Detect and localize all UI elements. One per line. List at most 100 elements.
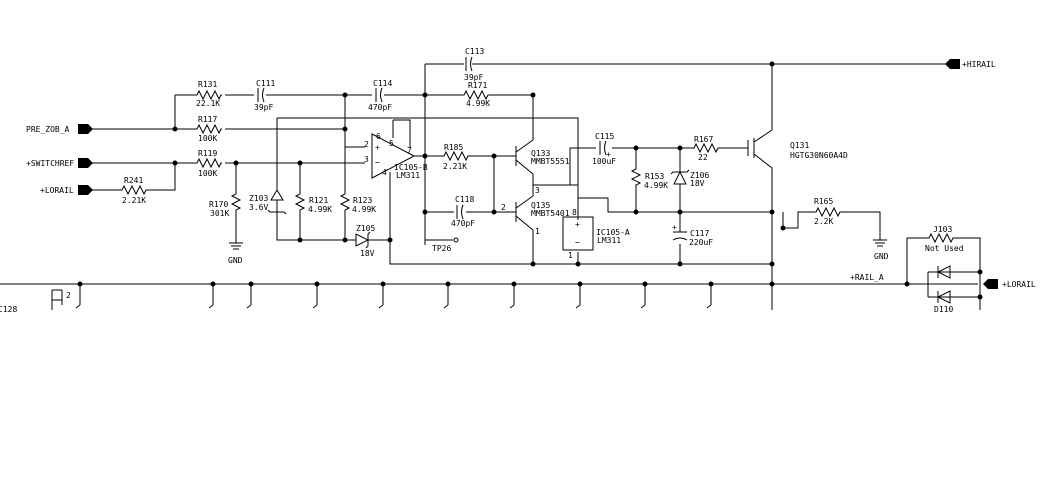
svg-text:R131: R131 — [198, 80, 217, 89]
svg-text:39pF: 39pF — [464, 73, 483, 82]
svg-text:D110: D110 — [934, 305, 953, 314]
svg-text:2: 2 — [501, 203, 506, 212]
comparator-ic105b: + − 6 5 2 3 7 4 IC105-B LM311 — [364, 132, 428, 180]
ic105a-box: + − 8 1 IC105-A LM311 — [562, 208, 630, 260]
net-label-hirail: +HIRAIL — [962, 60, 996, 69]
svg-text:LM311: LM311 — [597, 236, 621, 245]
capacitor-c118: C118 470pF — [451, 195, 475, 228]
fragment-pin: 2 — [66, 291, 71, 300]
svg-text:MMBT5401: MMBT5401 — [531, 209, 570, 218]
svg-text:4.99K: 4.99K — [466, 99, 490, 108]
net-label-switchref: +SWITCHREF — [26, 159, 74, 168]
port-lorail-in: +LORAIL — [40, 185, 93, 195]
net-label-lorail-in: +LORAIL — [40, 186, 74, 195]
resistor-r131: R131 22.1K — [193, 80, 222, 108]
port-lorail-out: +LORAIL — [983, 279, 1036, 289]
svg-text:C113: C113 — [465, 47, 484, 56]
svg-text:J103: J103 — [933, 225, 952, 234]
svg-text:−: − — [575, 238, 580, 247]
resistor-r167: R167 22 — [690, 135, 722, 162]
svg-text:R185: R185 — [444, 143, 463, 152]
svg-text:Z106: Z106 — [690, 171, 709, 180]
net-label-pre-zob: PRE_ZOB_A — [26, 125, 70, 134]
svg-text:6: 6 — [376, 132, 381, 141]
svg-text:1: 1 — [535, 227, 540, 236]
svg-text:Z105: Z105 — [356, 224, 375, 233]
svg-text:100uF: 100uF — [592, 157, 616, 166]
svg-text:2: 2 — [364, 140, 369, 149]
svg-text:Not Used: Not Used — [925, 244, 964, 253]
svg-text:C118: C118 — [455, 195, 474, 204]
svg-text:C111: C111 — [256, 79, 275, 88]
svg-text:IC105-B: IC105-B — [394, 163, 428, 172]
port-pre-zob: PRE_ZOB_A — [26, 124, 93, 134]
svg-text:470pF: 470pF — [451, 219, 475, 228]
svg-text:+: + — [606, 150, 611, 159]
svg-text:R119: R119 — [198, 149, 217, 158]
ground-gnd2: GND — [873, 239, 889, 261]
svg-text:TP26: TP26 — [432, 244, 451, 253]
svg-text:4.99K: 4.99K — [352, 205, 376, 214]
svg-text:22.1K: 22.1K — [196, 99, 220, 108]
diode-d110: D110 — [934, 265, 953, 314]
svg-text:5: 5 — [389, 139, 394, 148]
svg-text:18V: 18V — [690, 179, 705, 188]
port-switchref: +SWITCHREF — [26, 158, 93, 168]
svg-text:MMBT5551: MMBT5551 — [531, 157, 570, 166]
test-point-tp26: TP26 — [425, 237, 459, 253]
svg-text:R170: R170 — [209, 200, 228, 209]
capacitor-c111: C111 39pF — [254, 79, 275, 112]
resistor-r153: R153 4.99K — [630, 165, 668, 195]
resistor-r170: R170 301K — [209, 190, 242, 220]
svg-text:R165: R165 — [814, 197, 833, 206]
svg-text:4: 4 — [382, 168, 387, 177]
svg-text:R171: R171 — [468, 81, 487, 90]
svg-text:Q133: Q133 — [531, 149, 550, 158]
svg-text:1: 1 — [568, 251, 573, 260]
svg-text:HGTG30N60A4D: HGTG30N60A4D — [790, 151, 848, 160]
svg-text:+: + — [575, 220, 580, 229]
resistor-r117: R117 100K — [193, 115, 222, 143]
svg-text:39pF: 39pF — [254, 103, 273, 112]
resistor-r241: R241 2.21K — [118, 176, 150, 205]
resistor-r185: R185 2.21K — [440, 143, 472, 171]
svg-text:Z103: Z103 — [249, 194, 268, 203]
svg-text:2.2K: 2.2K — [814, 217, 833, 226]
svg-text:+: + — [375, 143, 380, 152]
svg-text:R153: R153 — [645, 172, 664, 181]
svg-text:R117: R117 — [198, 115, 217, 124]
svg-text:R123: R123 — [353, 196, 372, 205]
svg-text:Q135: Q135 — [531, 201, 550, 210]
svg-text:3: 3 — [535, 186, 540, 195]
svg-text:2.21K: 2.21K — [122, 196, 146, 205]
resistor-r119: R119 100K — [193, 149, 222, 178]
svg-text:100K: 100K — [198, 169, 217, 178]
svg-text:8: 8 — [572, 208, 577, 217]
svg-text:GND: GND — [228, 256, 243, 265]
svg-text:LM311: LM311 — [396, 171, 420, 180]
svg-text:100K: 100K — [198, 134, 217, 143]
resistor-r123: R123 4.99K — [339, 190, 376, 220]
net-label-rail-a: +RAIL_A — [850, 273, 884, 282]
svg-text:IC105-A: IC105-A — [596, 228, 630, 237]
svg-text:3: 3 — [364, 155, 369, 164]
svg-text:C117: C117 — [690, 229, 709, 238]
svg-text:301K: 301K — [210, 209, 229, 218]
svg-text:C114: C114 — [373, 79, 392, 88]
fragment-c128: 2 C128 — [0, 289, 71, 314]
svg-text:7: 7 — [407, 146, 412, 155]
junction-dots — [77, 61, 983, 300]
igbt-q131: Q131 HGTG30N60A4D — [747, 129, 848, 169]
capacitor-c113: C113 39pF — [464, 47, 484, 82]
svg-text:22: 22 — [698, 153, 708, 162]
svg-text:C115: C115 — [595, 132, 614, 141]
resistor-r171: R171 4.99K — [460, 81, 492, 108]
jumper-j103: J103 Not Used — [925, 225, 964, 253]
capacitor-c115: + C115 100uF — [592, 132, 616, 166]
zener-z106: Z106 18V — [670, 169, 709, 190]
port-hirail: +HIRAIL — [945, 59, 996, 69]
svg-text:4.99K: 4.99K — [644, 181, 668, 190]
capacitor-c114: C114 470pF — [368, 79, 392, 112]
fragment-label: C128 — [0, 305, 17, 314]
